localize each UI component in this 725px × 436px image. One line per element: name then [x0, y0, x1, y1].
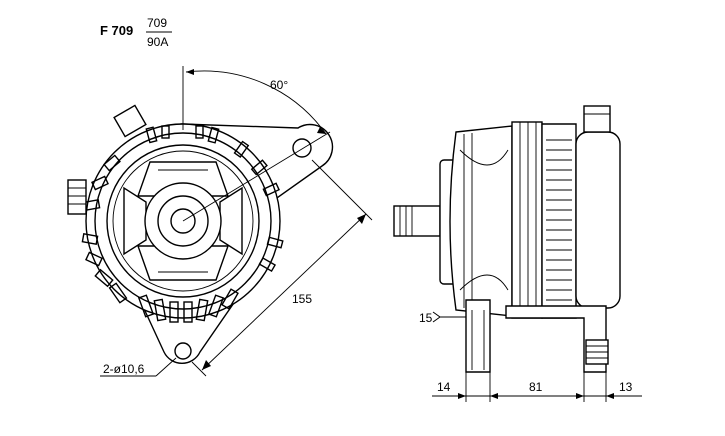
- diagonal-label: 155: [292, 292, 312, 306]
- housing-ring: [94, 132, 272, 310]
- rear-cover: [575, 131, 621, 309]
- side-view: 15 14 81 13: [393, 105, 642, 402]
- dim-155-line: [201, 213, 367, 371]
- rotor-spider: [123, 161, 243, 281]
- lower-mount-hole: [174, 342, 192, 360]
- angle-arrow-right: [317, 127, 326, 134]
- terminal-connector: [67, 104, 147, 215]
- dim-arrow-1: [458, 393, 466, 399]
- dim-arrow-3: [576, 393, 584, 399]
- model-code: F 709: [100, 23, 133, 38]
- cooling-fins: [546, 139, 572, 301]
- offset-label: 15: [419, 311, 433, 325]
- dim-right-label: 13: [619, 380, 633, 394]
- dim-mid-label: 81: [529, 380, 543, 394]
- fraction-bottom: 90A: [147, 35, 168, 49]
- angle-label: 60°: [270, 78, 288, 92]
- front-housing: [449, 125, 513, 317]
- dim-155-arrow-bottom: [202, 360, 211, 370]
- angle-ref-diagonal: [182, 131, 331, 222]
- cooling-slots: [81, 125, 284, 323]
- angle-arrow-left: [186, 69, 194, 75]
- housing-inner-ring: [106, 144, 260, 298]
- upper-mount-hole: [292, 138, 312, 158]
- stator: [511, 121, 543, 319]
- housing-inner-ring-2: [112, 150, 254, 292]
- rear-housing: [541, 123, 577, 319]
- dim-155-ext-top: [311, 159, 373, 221]
- hub-ring: [157, 195, 209, 247]
- dim-155-ext-bottom: [191, 361, 207, 377]
- dim-arrow-4: [606, 393, 614, 399]
- rear-terminal: [583, 105, 611, 133]
- front-foot: [465, 299, 491, 373]
- offset-arrow: [432, 311, 441, 323]
- dim-155-arrow-top: [357, 214, 366, 224]
- hub-center: [170, 208, 196, 234]
- front-view: 60° 155 2-ø10,6: [67, 66, 373, 377]
- dim-left-label: 14: [437, 380, 451, 394]
- angle-arc: [185, 70, 327, 135]
- shaft: [393, 205, 441, 237]
- hole-leader: [155, 357, 177, 377]
- hole-label: 2-ø10,6: [103, 362, 145, 376]
- fraction-top: 709: [147, 16, 167, 30]
- dim-arrow-2: [490, 393, 498, 399]
